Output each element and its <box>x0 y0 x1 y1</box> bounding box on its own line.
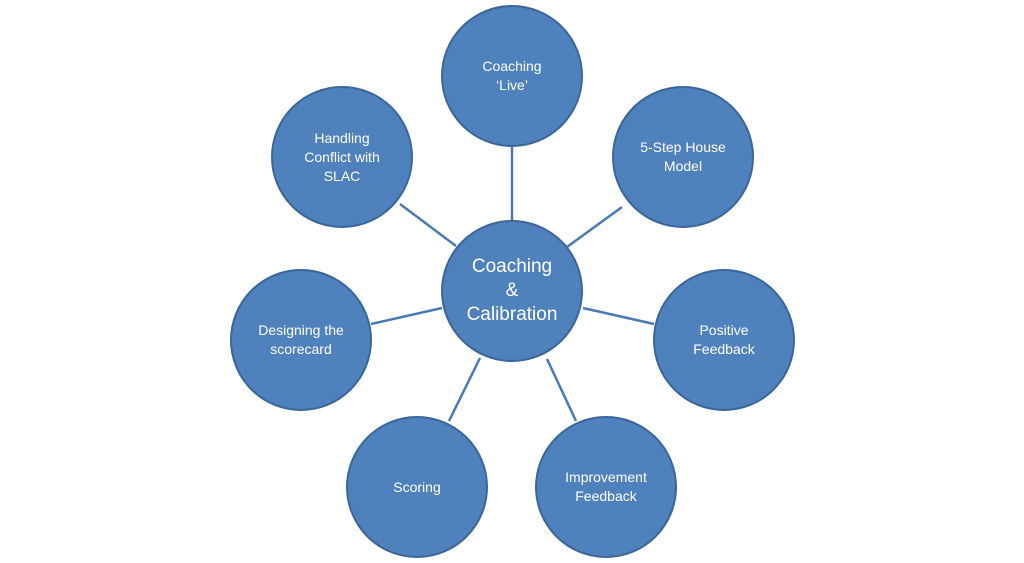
node-designing-the-scorecard: Designing the scorecard <box>230 269 372 411</box>
connector-handling-conflict <box>399 203 457 247</box>
node-coaching-and-calibration: Coaching & Calibration <box>441 220 583 362</box>
node-5-step-house-model: 5-Step House Model <box>612 86 754 228</box>
connector-scoring <box>447 357 482 422</box>
node-improvement-feedback: Improvement Feedback <box>535 416 677 558</box>
node-coaching-live: Coaching ‘Live’ <box>441 5 583 147</box>
connector-positive-feedback <box>582 306 655 326</box>
connector-5-step-house-model <box>566 205 623 249</box>
node-handling-conflict-with-slac: Handling Conflict with SLAC <box>271 86 413 228</box>
node-positive-feedback: Positive Feedback <box>653 269 795 411</box>
node-scoring: Scoring <box>346 416 488 558</box>
connector-designing-the-scorecard <box>370 306 443 326</box>
connector-improvement-feedback <box>545 358 578 422</box>
